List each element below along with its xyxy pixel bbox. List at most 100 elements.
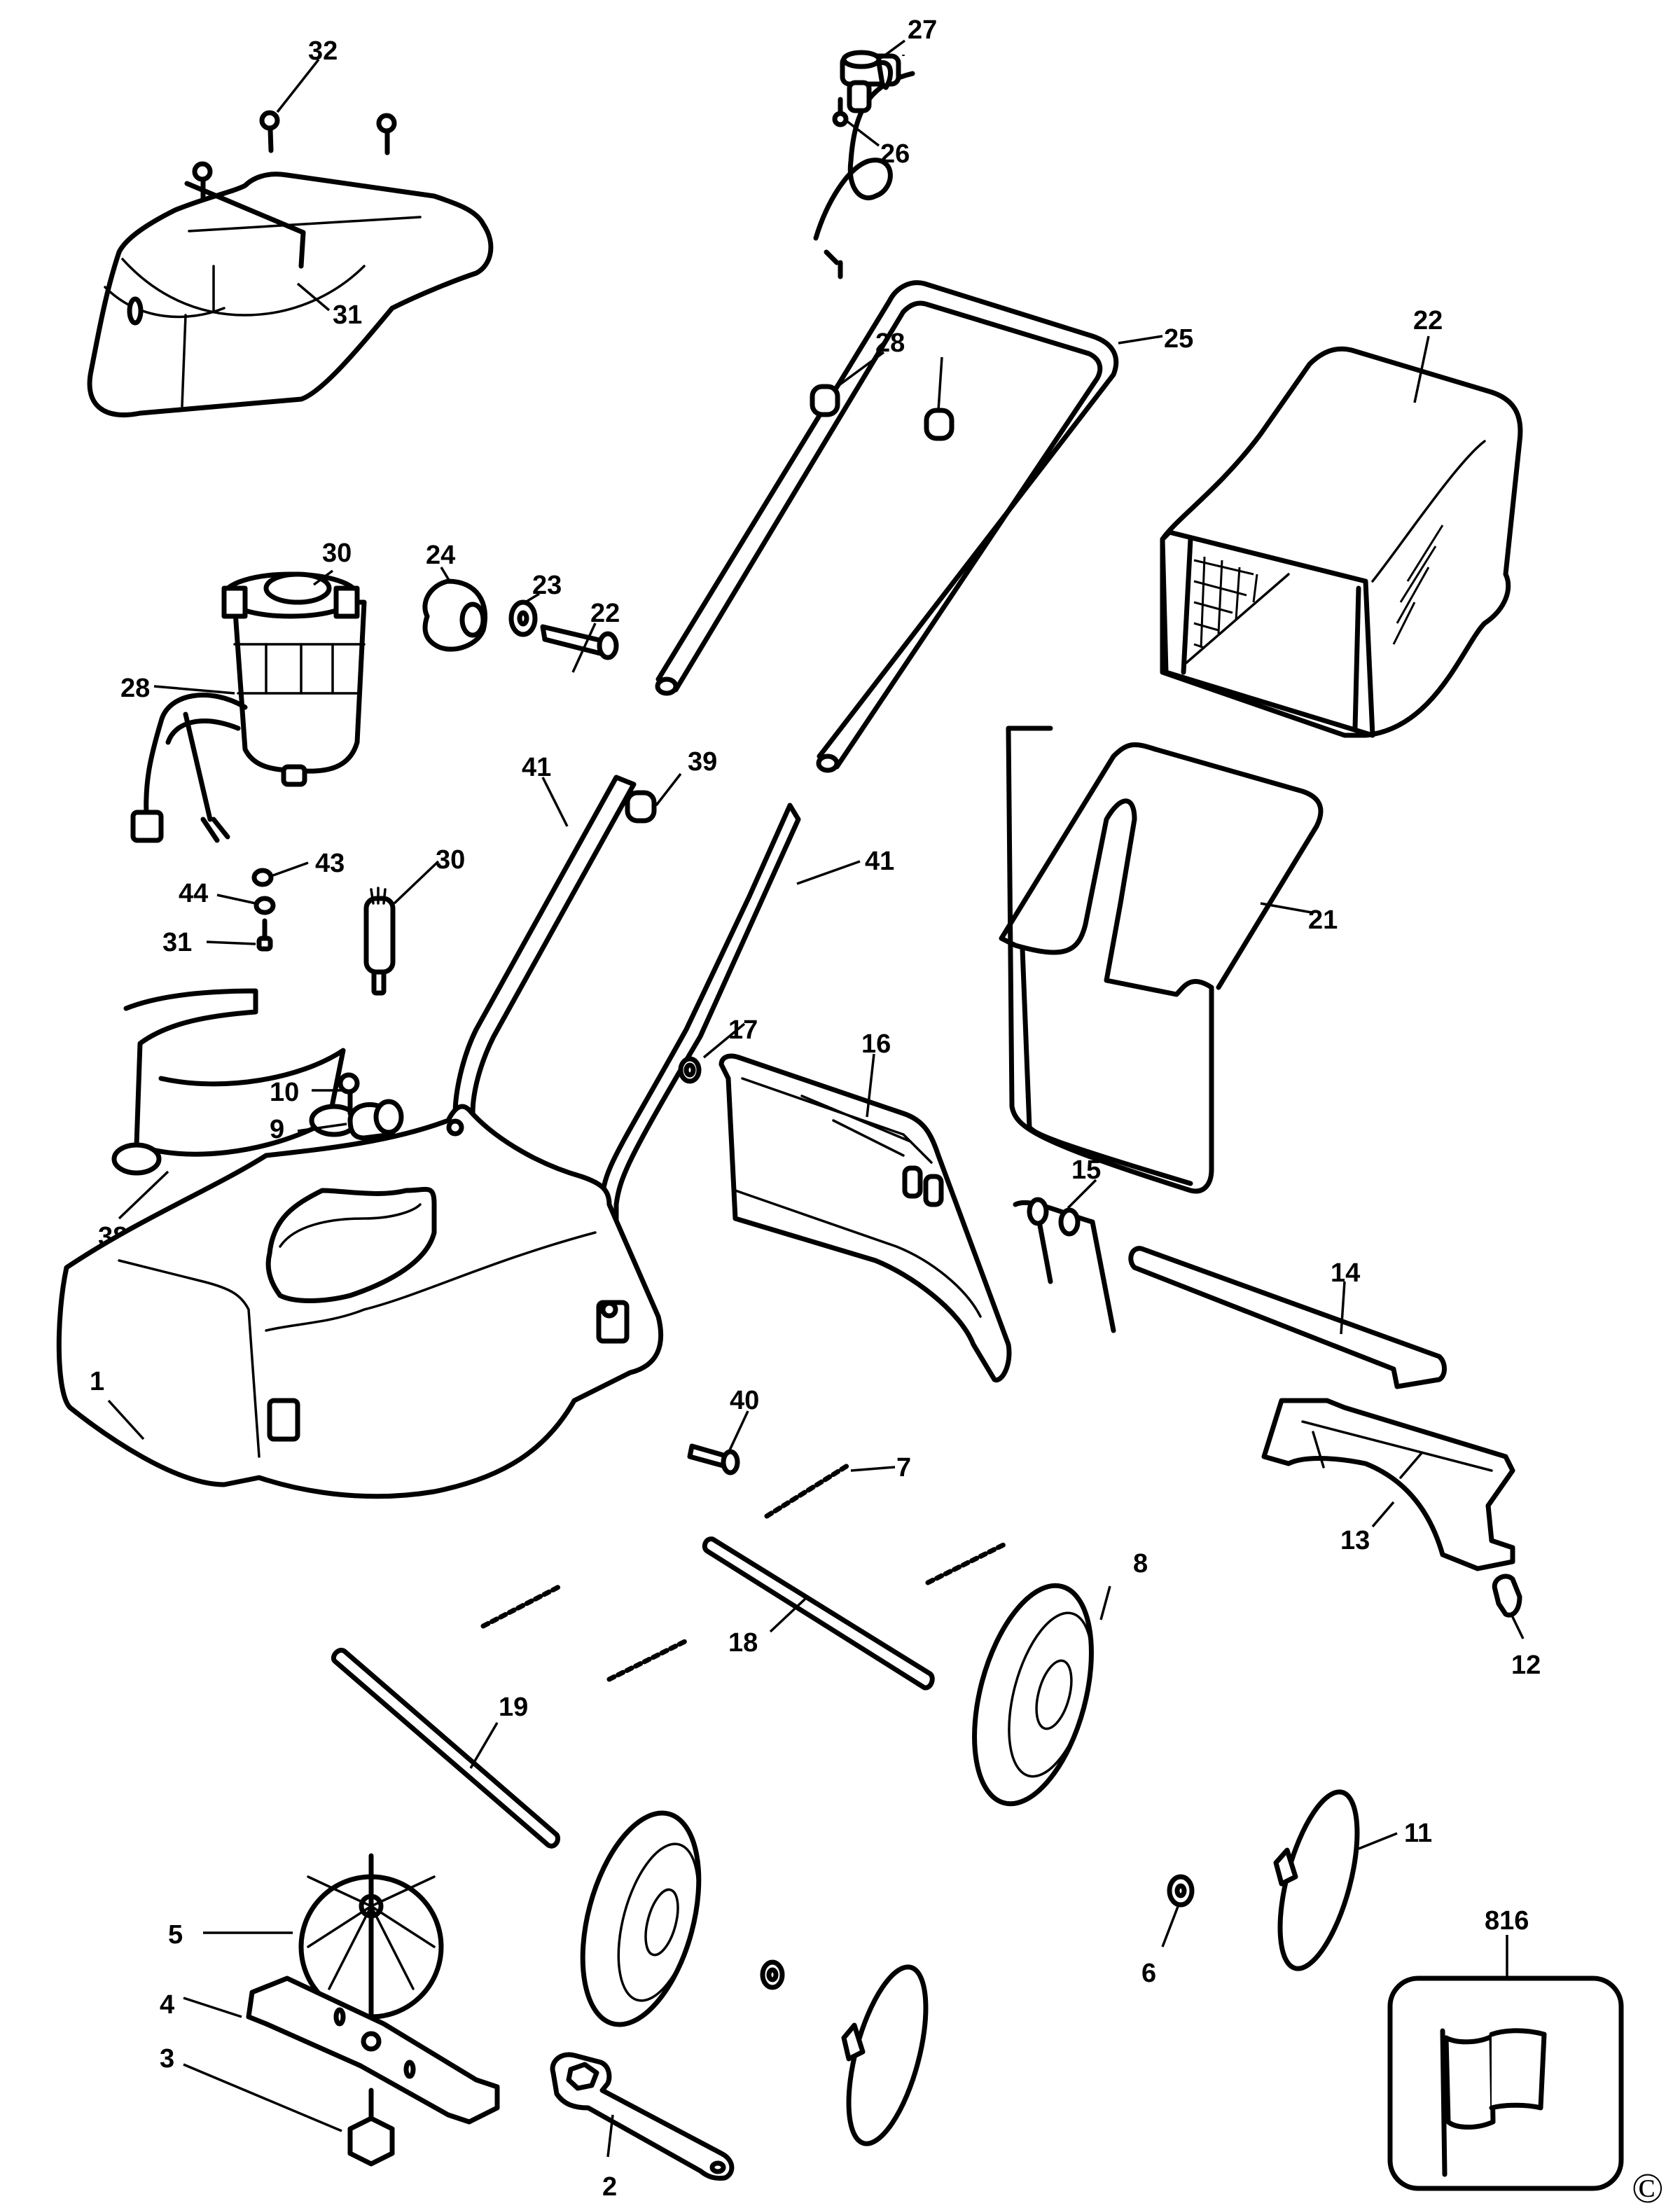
leader-3	[183, 2063, 342, 2132]
label-6[interactable]: 6	[1141, 1959, 1156, 1988]
mesh-pattern	[1193, 525, 1444, 649]
label-35[interactable]: 31	[333, 300, 362, 330]
part-38-motor-mount[interactable]	[111, 988, 359, 1176]
label-24[interactable]: 23	[532, 571, 562, 600]
leader-18	[769, 1597, 807, 1633]
leader-35	[296, 282, 331, 312]
part-19-axle[interactable]	[331, 1648, 560, 1849]
label-1[interactable]: 1	[90, 1367, 104, 1396]
label-44[interactable]: 44	[179, 879, 208, 908]
label-12[interactable]: 12	[1511, 1651, 1541, 1680]
leader-24	[525, 592, 540, 604]
part-15-torsion-spring[interactable]	[1013, 1197, 1116, 1333]
part-6-washer[interactable]	[1167, 1874, 1195, 1908]
leader-2	[606, 2114, 614, 2158]
part-25-knob[interactable]	[422, 578, 488, 652]
label-34[interactable]: 30	[322, 539, 352, 568]
part-7-spring[interactable]	[764, 1463, 850, 1519]
part-27-screw[interactable]	[832, 97, 849, 127]
label-39[interactable]: 39	[688, 747, 717, 777]
label-10[interactable]: 10	[270, 1078, 299, 1107]
label-15[interactable]: 15	[1071, 1155, 1101, 1185]
label-9[interactable]: 9	[270, 1115, 284, 1144]
part-23-bolt[interactable]	[540, 624, 619, 660]
label-41-left[interactable]: 41	[522, 753, 551, 782]
part-30-grommets[interactable]	[810, 384, 954, 441]
label-25[interactable]: 24	[426, 541, 455, 570]
part-18-axle[interactable]	[702, 1536, 935, 1690]
part-12-clip[interactable]	[1492, 1574, 1522, 1618]
part-5-fan[interactable]	[298, 1853, 444, 2020]
label-28[interactable]: 27	[908, 15, 937, 45]
label-26[interactable]: 25	[1164, 324, 1193, 354]
part-8-wheel[interactable]	[953, 1573, 1113, 1817]
part-9-clamp[interactable]	[347, 1099, 404, 1141]
label-2[interactable]: 2	[602, 2172, 617, 2202]
label-18[interactable]: 18	[728, 1628, 758, 1658]
part-39-grommet[interactable]	[625, 790, 657, 824]
part-43-washer[interactable]	[251, 868, 274, 887]
label-23[interactable]: 22	[590, 599, 620, 628]
label-22[interactable]: 22	[1413, 306, 1443, 335]
label-4[interactable]: 4	[160, 1990, 174, 2020]
label-17[interactable]: 17	[728, 1015, 758, 1045]
leader-43	[272, 861, 309, 877]
part-10-screw[interactable]	[338, 1072, 360, 1116]
part-21-grass-box-frame[interactable]	[999, 725, 1324, 1194]
part-44-washer[interactable]	[254, 896, 276, 915]
label-19[interactable]: 19	[499, 1693, 528, 1722]
part-13-rear-bracket[interactable]	[1261, 1398, 1515, 1571]
label-816[interactable]: 816	[1485, 1906, 1529, 1936]
label-13[interactable]: 13	[1340, 1526, 1370, 1555]
leader-34	[312, 569, 334, 586]
part-33-motor[interactable]	[130, 599, 367, 843]
part-32-screw[interactable]	[256, 918, 273, 952]
label-11[interactable]: 11	[1404, 1819, 1432, 1848]
label-43[interactable]: 43	[315, 849, 345, 878]
label-3[interactable]: 3	[160, 2044, 174, 2074]
part-35-motor-cover[interactable]	[87, 172, 494, 417]
leader-17	[702, 1022, 746, 1059]
part-816-label[interactable]	[1387, 1976, 1624, 2191]
leader-28b	[880, 39, 906, 60]
label-8[interactable]: 8	[1133, 1549, 1148, 1578]
label-40[interactable]: 40	[730, 1386, 759, 1415]
part-2-spanner[interactable]	[550, 2052, 735, 2181]
label-16[interactable]: 16	[861, 1029, 891, 1059]
label-32[interactable]: 31	[162, 928, 192, 957]
part-16-rear-flap[interactable]	[718, 1053, 1012, 1383]
part-3-blade-bolt[interactable]	[347, 2088, 395, 2167]
label-41-right[interactable]: 41	[865, 847, 894, 876]
part-24-washer[interactable]	[508, 599, 538, 637]
label-31[interactable]: 30	[436, 845, 465, 875]
part-34-motor-fan[interactable]	[221, 571, 360, 619]
leader-31	[393, 860, 440, 905]
label-33[interactable]: 28	[120, 674, 150, 703]
part-11-hub-cap[interactable]	[1265, 1784, 1373, 1976]
flag-icon	[1440, 2028, 1547, 2177]
part-14-rod[interactable]	[1128, 1246, 1447, 1389]
leader-21	[1260, 902, 1312, 914]
part-36-screws[interactable]	[192, 110, 397, 206]
label-30[interactable]: 28	[875, 328, 905, 358]
part-22-grass-box[interactable]	[1160, 346, 1523, 738]
part-31-capacitor[interactable]	[363, 887, 396, 996]
part-17-washer[interactable]	[678, 1056, 702, 1084]
leader-38	[118, 1170, 169, 1220]
label-36[interactable]: 32	[308, 36, 338, 66]
part-28-switch[interactable]	[813, 50, 915, 279]
part-4-blade[interactable]	[246, 1976, 500, 2125]
part-40-bolt[interactable]	[687, 1443, 740, 1476]
leader-9	[297, 1123, 347, 1132]
leader-26	[1118, 335, 1163, 345]
hub-cap-icon	[841, 1964, 929, 2146]
label-27[interactable]: 26	[880, 139, 910, 169]
leader-30b	[937, 356, 943, 411]
part-26-upper-handle[interactable]	[655, 280, 1119, 773]
label-21[interactable]: 21	[1308, 905, 1338, 935]
label-7[interactable]: 7	[896, 1453, 911, 1483]
leader-25	[440, 567, 451, 582]
label-14[interactable]: 14	[1331, 1258, 1360, 1288]
part-1-mower-deck[interactable]	[56, 1104, 664, 1499]
label-5[interactable]: 5	[168, 1920, 183, 1950]
